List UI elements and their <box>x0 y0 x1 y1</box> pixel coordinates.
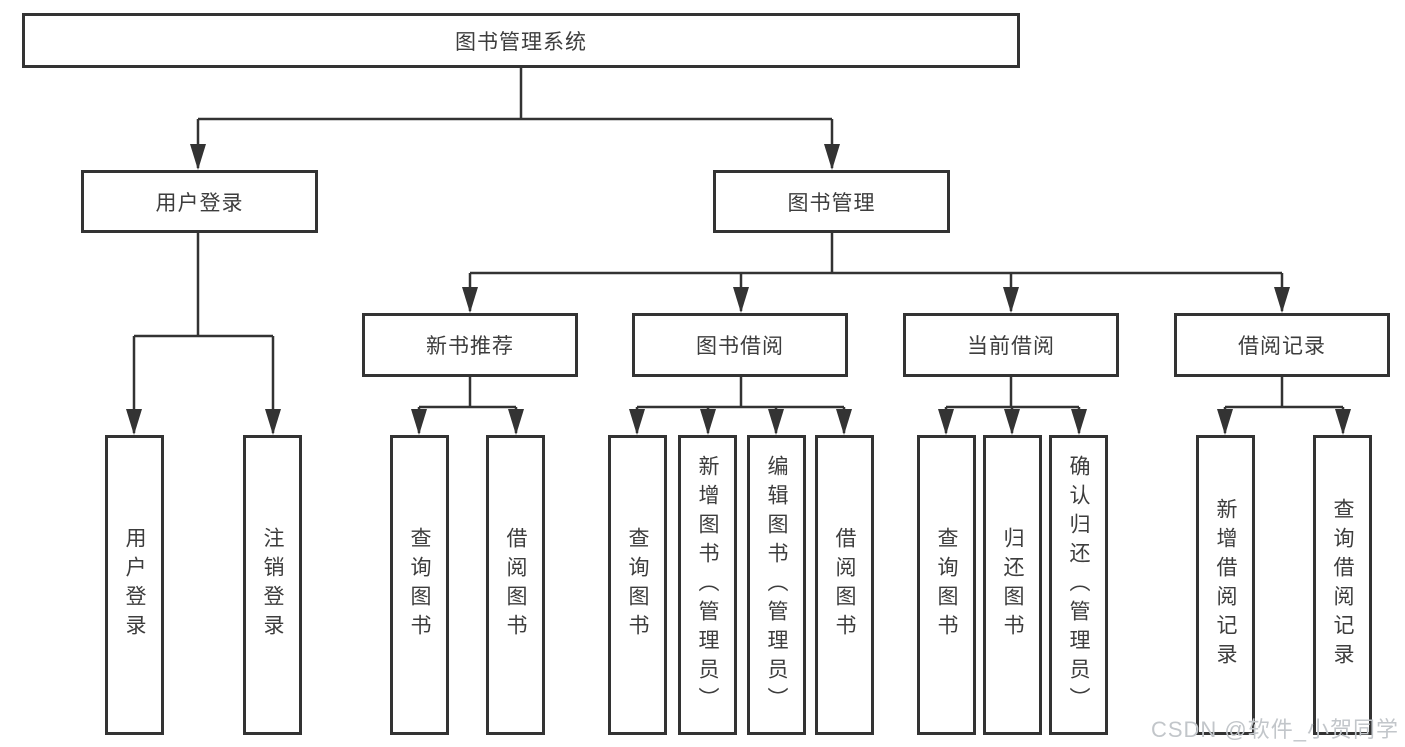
node-new-book-recommend-label: 新书推荐 <box>426 335 514 358</box>
node-root-label: 图书管理系统 <box>455 30 587 54</box>
leaf-current-query-books: 查询图书 <box>917 435 976 735</box>
arrowheads <box>126 144 1351 435</box>
leaf-current-return-books: 归还图书 <box>983 435 1042 735</box>
leaf-logout-label: 注销登录 <box>261 527 284 643</box>
node-borrow-record-label: 借阅记录 <box>1238 335 1326 358</box>
leaf-current-query-books-label: 查询图书 <box>935 527 958 643</box>
leaf-borrow-add-books-admin: 新增图书（管理员） <box>678 435 737 735</box>
leaf-borrow-add-books-admin-label: 新增图书（管理员） <box>696 454 719 716</box>
node-current-borrow-label: 当前借阅 <box>967 335 1055 358</box>
leaf-current-confirm-return-admin: 确认归还（管理员） <box>1049 435 1108 735</box>
leaf-recommend-query-books-label: 查询图书 <box>408 527 431 643</box>
leaf-record-add-borrow-record: 新增借阅记录 <box>1196 435 1255 735</box>
node-book-management: 图书管理 <box>713 170 950 233</box>
node-borrow-record: 借阅记录 <box>1174 313 1390 377</box>
leaf-borrow-query-books: 查询图书 <box>608 435 667 735</box>
leaf-record-query-borrow-record: 查询借阅记录 <box>1313 435 1372 735</box>
leaf-recommend-borrow-books-label: 借阅图书 <box>504 527 527 643</box>
leaf-borrow-borrow-books-label: 借阅图书 <box>833 527 856 643</box>
node-new-book-recommend: 新书推荐 <box>362 313 578 377</box>
leaf-current-confirm-return-admin-label: 确认归还（管理员） <box>1067 454 1090 716</box>
node-book-borrow-label: 图书借阅 <box>696 335 784 358</box>
leaf-user-login: 用户登录 <box>105 435 164 735</box>
leaf-borrow-edit-books-admin: 编辑图书（管理员） <box>747 435 806 735</box>
node-user-login: 用户登录 <box>81 170 318 233</box>
leaf-record-add-borrow-record-label: 新增借阅记录 <box>1214 498 1237 672</box>
leaf-borrow-query-books-label: 查询图书 <box>626 527 649 643</box>
connector-paths <box>132 68 1345 433</box>
leaf-current-return-books-label: 归还图书 <box>1001 527 1024 643</box>
csdn-watermark: CSDN @软件_小贺同学 <box>1150 717 1399 742</box>
leaf-recommend-query-books: 查询图书 <box>390 435 449 735</box>
leaf-logout: 注销登录 <box>243 435 302 735</box>
node-book-management-label: 图书管理 <box>787 191 876 215</box>
node-current-borrow: 当前借阅 <box>903 313 1119 377</box>
node-root: 图书管理系统 <box>22 13 1020 68</box>
leaf-record-query-borrow-record-label: 查询借阅记录 <box>1331 498 1354 672</box>
node-user-login-label: 用户登录 <box>155 191 244 215</box>
leaf-borrow-edit-books-admin-label: 编辑图书（管理员） <box>765 454 788 716</box>
node-book-borrow: 图书借阅 <box>632 313 848 377</box>
leaf-user-login-label: 用户登录 <box>123 527 146 643</box>
leaf-recommend-borrow-books: 借阅图书 <box>486 435 545 735</box>
leaf-borrow-borrow-books: 借阅图书 <box>815 435 874 735</box>
